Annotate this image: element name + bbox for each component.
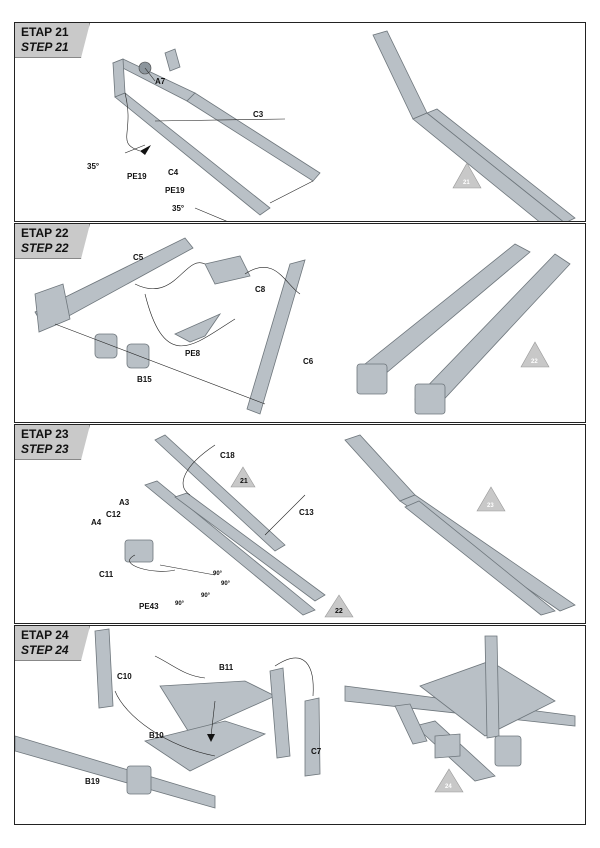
- label-pe43: PE43: [139, 602, 159, 611]
- label-a7: A7: [155, 77, 166, 86]
- triangle-22-number: 22: [335, 608, 343, 615]
- label-c4: C4: [168, 168, 179, 177]
- label-angle-1: 35°: [87, 162, 99, 171]
- step-label: STEP 23: [21, 442, 69, 456]
- step-label: STEP 22: [21, 241, 69, 255]
- step-22-drawing: C5 C8 PE8 C6 B15 22: [34, 237, 571, 415]
- step-21-drawing: A7 C3 C4 PE19 PE19 35° 35° 21: [87, 30, 576, 221]
- parts-exploded: [34, 237, 306, 415]
- etap-label: ETAP 23: [21, 427, 69, 441]
- step-24-drawing: C10 B11 B10 C7 B19 24: [15, 628, 576, 809]
- step-23-header: ETAP 23 STEP 23: [15, 425, 90, 460]
- arrow-icon: [207, 734, 215, 742]
- step-21-header: ETAP 21 STEP 21: [15, 23, 90, 58]
- ref-number: 22: [531, 359, 538, 365]
- assembled-frame: [372, 30, 576, 221]
- reference-triangle-icon: [520, 341, 550, 368]
- angle-label: 90°: [221, 581, 231, 587]
- angle-label: 90°: [201, 593, 211, 599]
- label-c18: C18: [220, 451, 235, 460]
- frame-rails: [124, 434, 326, 616]
- ref-number: 23: [487, 503, 494, 509]
- etap-label: ETAP 21: [21, 25, 69, 39]
- reference-triangle-icon: [434, 768, 464, 793]
- step-label: STEP 24: [21, 643, 69, 657]
- arrow-icon: [140, 145, 151, 155]
- step-label: STEP 21: [21, 40, 69, 54]
- step-24-header: ETAP 24 STEP 24: [15, 626, 90, 661]
- label-c10: C10: [117, 672, 132, 681]
- label-b19: B19: [85, 777, 100, 786]
- label-a3: A3: [119, 498, 130, 507]
- step-23-drawing: C18 21 A3 C12 A4 C13 C11 PE43 90° 90° 90…: [91, 434, 576, 618]
- label-c5: C5: [133, 253, 144, 262]
- label-c12: C12: [106, 510, 121, 519]
- reference-triangle-icon: [476, 486, 506, 512]
- label-pe19-a: PE19: [127, 172, 147, 181]
- label-c3: C3: [253, 110, 264, 119]
- assembled-frame: [344, 434, 576, 616]
- label-c7: C7: [311, 747, 322, 756]
- label-pe19-b: PE19: [165, 186, 185, 195]
- assembled-rails: [356, 243, 571, 415]
- triangle-21-icon: [230, 466, 256, 488]
- angle-label: 90°: [175, 601, 185, 607]
- triangle-22-icon: [324, 594, 354, 618]
- label-a4: A4: [91, 518, 102, 527]
- label-b11: B11: [219, 663, 234, 672]
- label-c13: C13: [299, 508, 314, 517]
- step-22-panel: ETAP 22 STEP 22 C5 C8 PE8 C6 B15: [14, 223, 586, 423]
- step-23-panel: ETAP 23 STEP 23 C18 21 A3 C12 A4 C13 C11…: [14, 424, 586, 624]
- angle-label: 90°: [213, 571, 223, 577]
- ref-number: 21: [463, 180, 470, 186]
- frame-assembly: [112, 48, 321, 216]
- label-c11: C11: [99, 570, 114, 579]
- label-c8: C8: [255, 285, 266, 294]
- assembled-table: [344, 635, 576, 782]
- label-b10: B10: [149, 731, 164, 740]
- reference-triangle-icon: [452, 162, 482, 189]
- ref-number: 24: [445, 784, 452, 790]
- step-24-panel: ETAP 24 STEP 24 C10 B11 B10 C7 B19: [14, 625, 586, 825]
- etap-label: ETAP 22: [21, 226, 69, 240]
- etap-label: ETAP 24: [21, 628, 69, 642]
- label-angle-2: 35°: [172, 204, 184, 213]
- step-21-panel: ETAP 21 STEP 21 A7 C3 C4 PE19 PE19 35° 3…: [14, 22, 586, 222]
- label-pe8: PE8: [185, 349, 201, 358]
- step-22-header: ETAP 22 STEP 22: [15, 224, 90, 259]
- tray-parts: [15, 628, 321, 809]
- triangle-21-number: 21: [240, 478, 248, 485]
- label-c6: C6: [303, 357, 314, 366]
- label-b15: B15: [137, 375, 152, 384]
